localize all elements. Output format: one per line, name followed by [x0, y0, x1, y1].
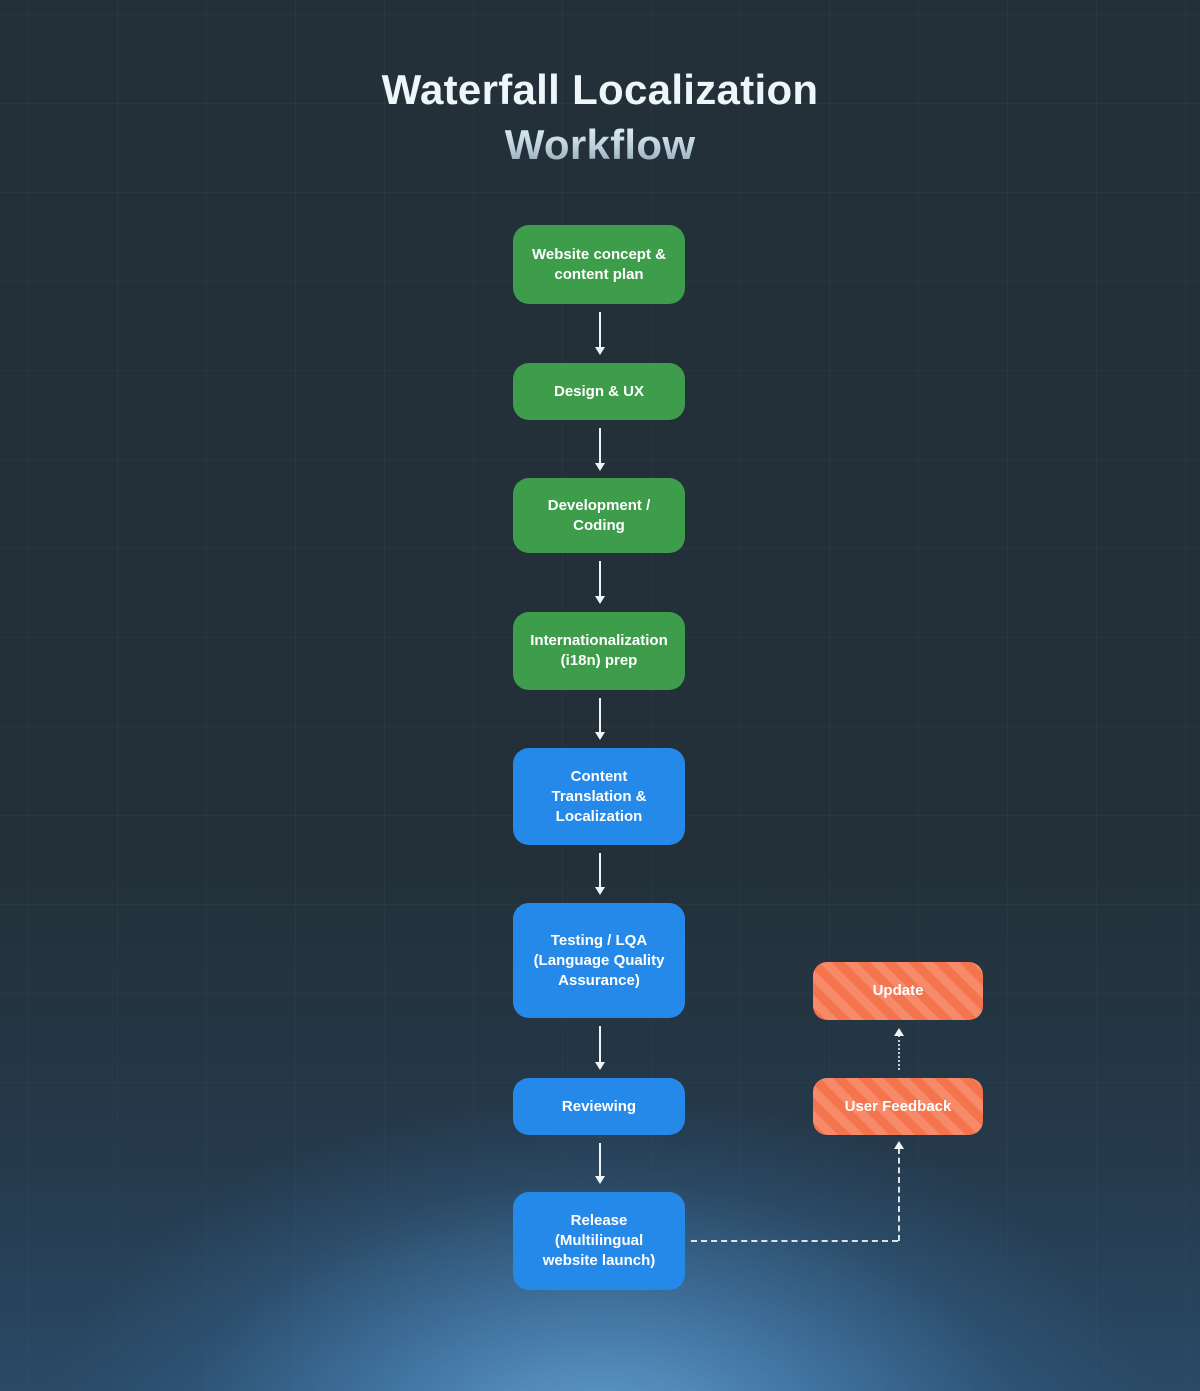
arrow-step2-to-step3: [593, 428, 606, 471]
node-testing-lqa: Testing / LQA (Language Quality Assuranc…: [513, 903, 685, 1018]
node-content-translation: Content Translation & Localization: [513, 748, 685, 845]
arrow-step1-to-step2: [593, 312, 606, 355]
node-label: Website concept & content plan: [532, 245, 666, 283]
arrow-release-to-user-feedback-vertical: [892, 1141, 905, 1241]
arrow-step7-to-step8: [593, 1143, 606, 1184]
node-label: Reviewing: [561, 1097, 637, 1115]
diagram-title: Waterfall Localization Workflow: [0, 62, 1200, 172]
arrow-release-to-user-feedback-horizontal: [691, 1240, 898, 1242]
node-label: Content Translation & Localization: [551, 767, 647, 825]
node-website-concept: Website concept & content plan: [513, 225, 685, 304]
node-label: User Feedback: [844, 1097, 952, 1115]
title-line-2: Workflow: [0, 117, 1200, 172]
arrow-step6-to-step7: [593, 1026, 606, 1070]
arrow-step4-to-step5: [593, 698, 606, 740]
node-development-coding: Development / Coding: [513, 478, 685, 553]
node-label: Testing / LQA (Language Quality Assuranc…: [533, 931, 665, 989]
arrow-user-feedback-to-update: [892, 1028, 905, 1070]
node-label: Development / Coding: [547, 496, 651, 534]
node-user-feedback: User Feedback: [813, 1078, 983, 1135]
node-update: Update: [813, 962, 983, 1020]
arrow-step3-to-step4: [593, 561, 606, 604]
node-release: Release (Multilingual website launch): [513, 1192, 685, 1290]
title-line-1: Waterfall Localization: [381, 66, 819, 113]
node-label: Release (Multilingual website launch): [542, 1212, 656, 1269]
node-label: Design & UX: [553, 382, 644, 400]
node-label: Update: [872, 982, 924, 999]
node-reviewing: Reviewing: [513, 1078, 685, 1135]
node-label: Internationalization (i18n) prep: [530, 632, 668, 669]
node-design-ux: Design & UX: [513, 363, 685, 420]
arrow-step5-to-step6: [593, 853, 606, 895]
node-internationalization-prep: Internationalization (i18n) prep: [513, 612, 685, 690]
